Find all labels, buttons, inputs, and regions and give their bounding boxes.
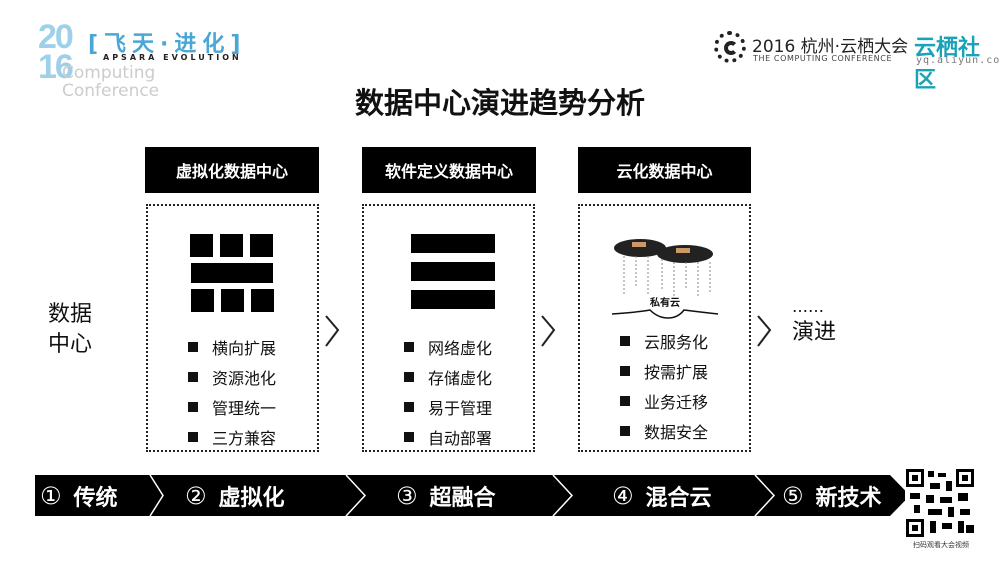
logo-year-bottom: 16 [38, 48, 74, 86]
logo-cn-text: [飞天·进化] [88, 32, 247, 57]
list-item: 自动部署 [404, 422, 492, 452]
logo-year-top: 20 [38, 18, 74, 56]
list-item: 数据安全 [620, 416, 708, 446]
left-label-line1: 数据 [48, 302, 93, 327]
column-heading-cloud: 云化数据中心 [578, 147, 751, 193]
private-cloud-icon [611, 239, 719, 319]
feature-list: 云服务化 按需扩展 业务迁移 数据安全 [620, 326, 708, 446]
list-item: 存储虚化 [404, 362, 492, 392]
list-item: 三方兼容 [188, 422, 276, 452]
column-heading-virtualized: 虚拟化数据中心 [145, 147, 319, 193]
qr-code-icon [906, 469, 974, 537]
list-item: 横向扩展 [188, 332, 276, 362]
column-card-cloud: 私有云 云服务化 按需扩展 业务迁移 数据安全 [578, 204, 772, 452]
list-item: 业务迁移 [620, 386, 708, 416]
list-item: 按需扩展 [620, 356, 708, 386]
ellipsis-text: …… [792, 297, 824, 316]
column-heading-software-defined: 软件定义数据中心 [362, 147, 536, 193]
column-card-software-defined: 网络虚化 存储虚化 易于管理 自动部署 [362, 204, 556, 452]
column-card-virtualized: 横向扩展 资源池化 管理统一 三方兼容 [146, 204, 340, 452]
left-label: 数据 中心 [48, 300, 92, 360]
conference-cn-text: 2016 杭州·云栖大会 [752, 37, 909, 57]
list-item: 网络虚化 [404, 332, 492, 362]
feature-list: 横向扩展 资源池化 管理统一 三方兼容 [188, 332, 276, 452]
logo-sub-computing: Computing [62, 63, 156, 83]
private-cloud-label: 私有云 [650, 298, 680, 309]
logo-en-text: APSARA EVOLUTION [103, 53, 242, 62]
community-url: yq.aliyun.com [916, 55, 1000, 66]
left-label-line2: 中心 [48, 332, 93, 357]
list-item: 管理统一 [188, 392, 276, 422]
feature-list: 网络虚化 存储虚化 易于管理 自动部署 [404, 332, 492, 452]
conference-en-text: THE COMPUTING CONFERENCE [753, 54, 893, 63]
computing-conference-icon [714, 31, 746, 63]
timeline-bar [35, 475, 905, 516]
qr-caption: 扫码观看大会视频 [913, 541, 969, 549]
list-item: 易于管理 [404, 392, 492, 422]
apsara-evolution-logo: 20 16 [38, 18, 74, 86]
evolution-label: 演进 [792, 320, 837, 345]
list-item: 云服务化 [620, 326, 708, 356]
list-item: 资源池化 [188, 362, 276, 392]
page-title: 数据中心演进趋势分析 [354, 86, 645, 120]
logo-sub-conference: Conference [62, 81, 160, 101]
yunqi-community-logo: 云栖社区 [914, 36, 981, 93]
